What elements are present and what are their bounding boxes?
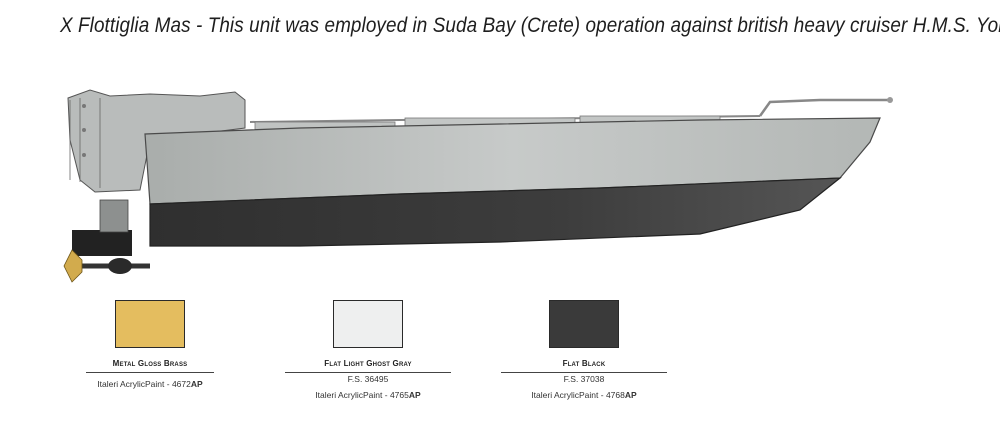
paint-code: Italeri AcrylicPaint - 4768AP xyxy=(531,390,637,400)
divider xyxy=(285,372,451,373)
page-title: X Flottiglia Mas - This unit was employe… xyxy=(60,14,1000,37)
fs-code: F.S. 36495 xyxy=(347,374,389,384)
paint-code: Italeri AcrylicPaint - 4765AP xyxy=(315,390,421,400)
paint-name: Flat Black xyxy=(562,359,606,368)
bow-rail xyxy=(758,98,890,117)
boat-profile-illustration xyxy=(63,89,893,283)
paint-name: Flat Light Ghost Gray xyxy=(324,359,412,368)
color-swatch-flat-black: Flat Black F.S. 37038 Italeri AcrylicPai… xyxy=(484,300,684,401)
propeller xyxy=(63,249,83,283)
color-swatch-flat-light-ghost-gray: Flat Light Ghost Gray F.S. 36495 Italeri… xyxy=(268,300,468,401)
divider xyxy=(86,372,214,373)
color-swatch-metal-gloss-brass: Metal Gloss Brass Italeri AcrylicPaint -… xyxy=(50,300,250,390)
hull-lower xyxy=(149,177,842,247)
paint-name: Metal Gloss Brass xyxy=(112,359,188,368)
fs-code: F.S. 37038 xyxy=(563,374,605,384)
paint-code: Italeri AcrylicPaint - 4672AP xyxy=(97,379,203,389)
swatch-fill xyxy=(333,300,403,348)
swatch-fill xyxy=(115,300,185,348)
shaft-housing xyxy=(72,230,132,256)
swatch-fill xyxy=(549,300,619,348)
divider xyxy=(501,372,667,373)
stern-housing xyxy=(67,89,246,193)
